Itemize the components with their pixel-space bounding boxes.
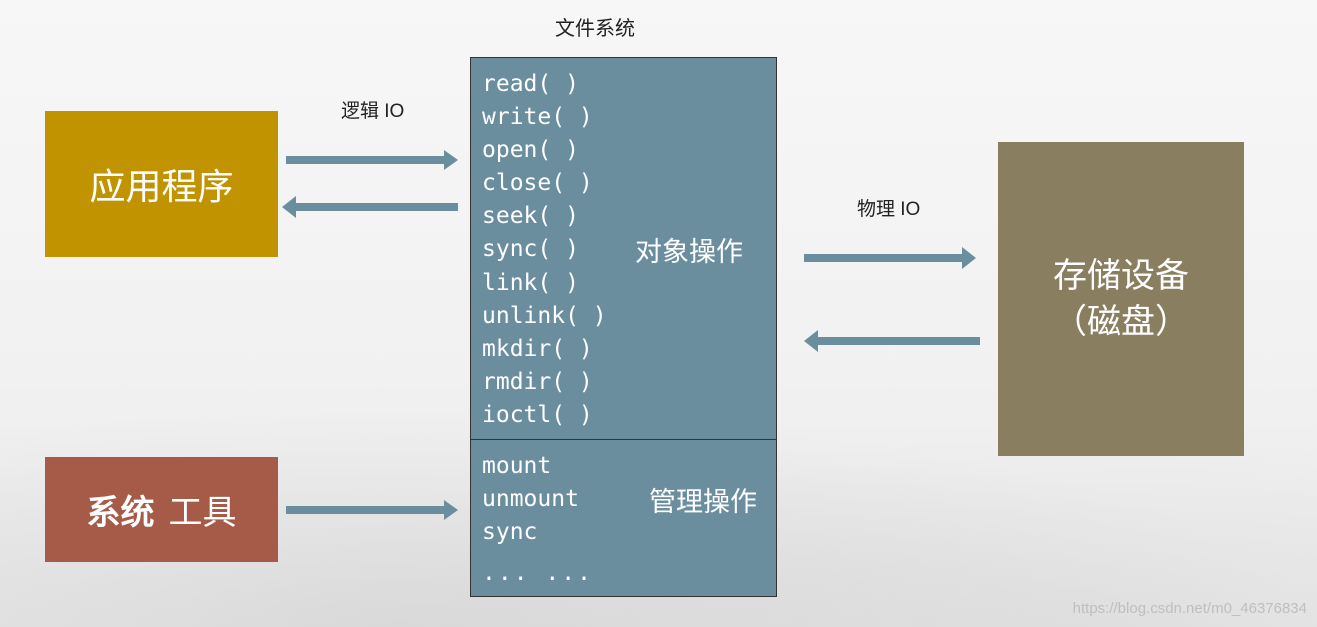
watermark-url: https://blog.csdn.net/m0_46376834 [1072, 600, 1307, 617]
system-tools-label: 工具 [168, 493, 237, 533]
object-operation-item: ioctl( ) [482, 401, 593, 428]
object-operation-item: open( ) [482, 137, 579, 164]
management-operation-item: unmount [482, 486, 579, 512]
physical-io-label: 物理 IO [857, 199, 921, 220]
management-ellipsis: ... ... [482, 560, 593, 586]
management-operations-list: mount unmount sync [482, 450, 579, 549]
object-operation-item: seek( ) [482, 203, 579, 230]
storage-device-box: 存储设备 （磁盘） [998, 142, 1244, 456]
filesystem-box: read( ) write( ) open( ) close( ) seek( ) syn… [470, 57, 777, 597]
object-operation-item: unlink( ) [482, 302, 607, 329]
system-tools-box: 系统工具 [45, 457, 278, 562]
object-operations-list: read( ) write( ) open( ) close( ) seek( ) syn… [482, 68, 607, 432]
application-box: 应用程序 [45, 111, 278, 257]
management-operations-label: 管理操作 [649, 487, 757, 518]
object-operation-item: rmdir( ) [482, 368, 593, 395]
logical-io-label: 逻辑 IO [341, 101, 405, 122]
object-operation-item: read( ) [482, 71, 579, 97]
system-tools-label-bold: 系统 [86, 493, 155, 533]
object-operation-item: link( ) [482, 269, 579, 296]
object-operation-item: mkdir( ) [482, 335, 593, 362]
management-operation-item: mount [482, 453, 552, 479]
object-operation-item: write( ) [482, 104, 593, 131]
filesystem-title: 文件系统 [555, 16, 635, 40]
storage-disk-label: （磁盘） [1053, 302, 1189, 342]
arrow-storage-to-fs [804, 330, 980, 352]
object-operation-item: sync( ) [482, 236, 579, 263]
arrow-fs-to-storage [804, 247, 976, 269]
arrow-tools-to-fs [286, 500, 458, 520]
arrow-fs-to-app [282, 196, 458, 218]
object-operation-item: close( ) [482, 170, 593, 197]
object-operations-label: 对象操作 [635, 237, 743, 268]
filesystem-divider [471, 439, 776, 440]
application-label: 应用程序 [89, 167, 234, 208]
storage-device-label: 存储设备 [1053, 256, 1189, 296]
management-operation-item: sync [482, 519, 538, 545]
arrow-app-to-fs [286, 150, 458, 170]
